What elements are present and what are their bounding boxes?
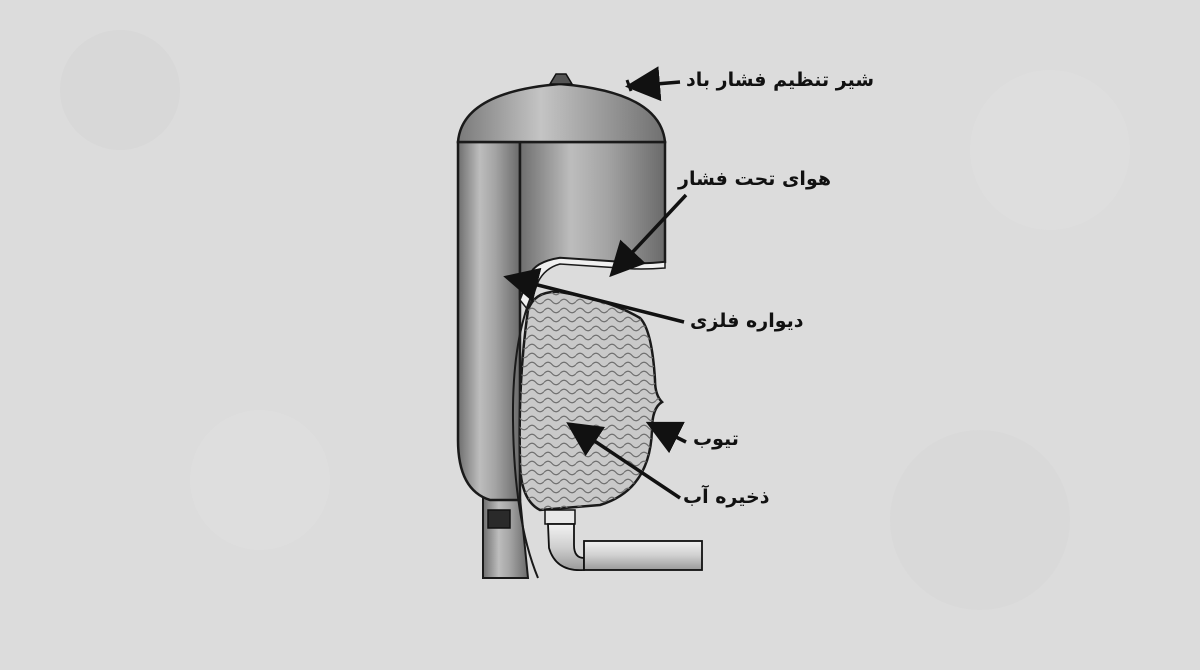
arrow-water-storage [566,422,681,500]
arrow-air-valve [625,66,681,102]
outlet-pipe [544,509,703,571]
tank-dome [456,73,667,144]
label-tube: تیوب [693,428,739,450]
arrow-compressed-air [609,193,688,278]
tube-bladder [518,290,665,512]
arrow-tube [645,421,687,454]
inner-wall-line [511,281,539,579]
label-air-valve: شیر تنظیم فشار باد [686,69,875,91]
background-texture [60,30,1130,610]
pointer-arrows [503,66,688,500]
tank-base [482,497,530,579]
air-valve-stem [625,79,633,92]
air-chamber [519,257,666,312]
label-water-storage: ذخیره آب [683,486,770,508]
label-compressed-air: هوای تحت فشار [678,168,832,190]
label-metal-wall: دیواره فلزی [690,310,804,332]
arrow-metal-wall [503,267,685,324]
